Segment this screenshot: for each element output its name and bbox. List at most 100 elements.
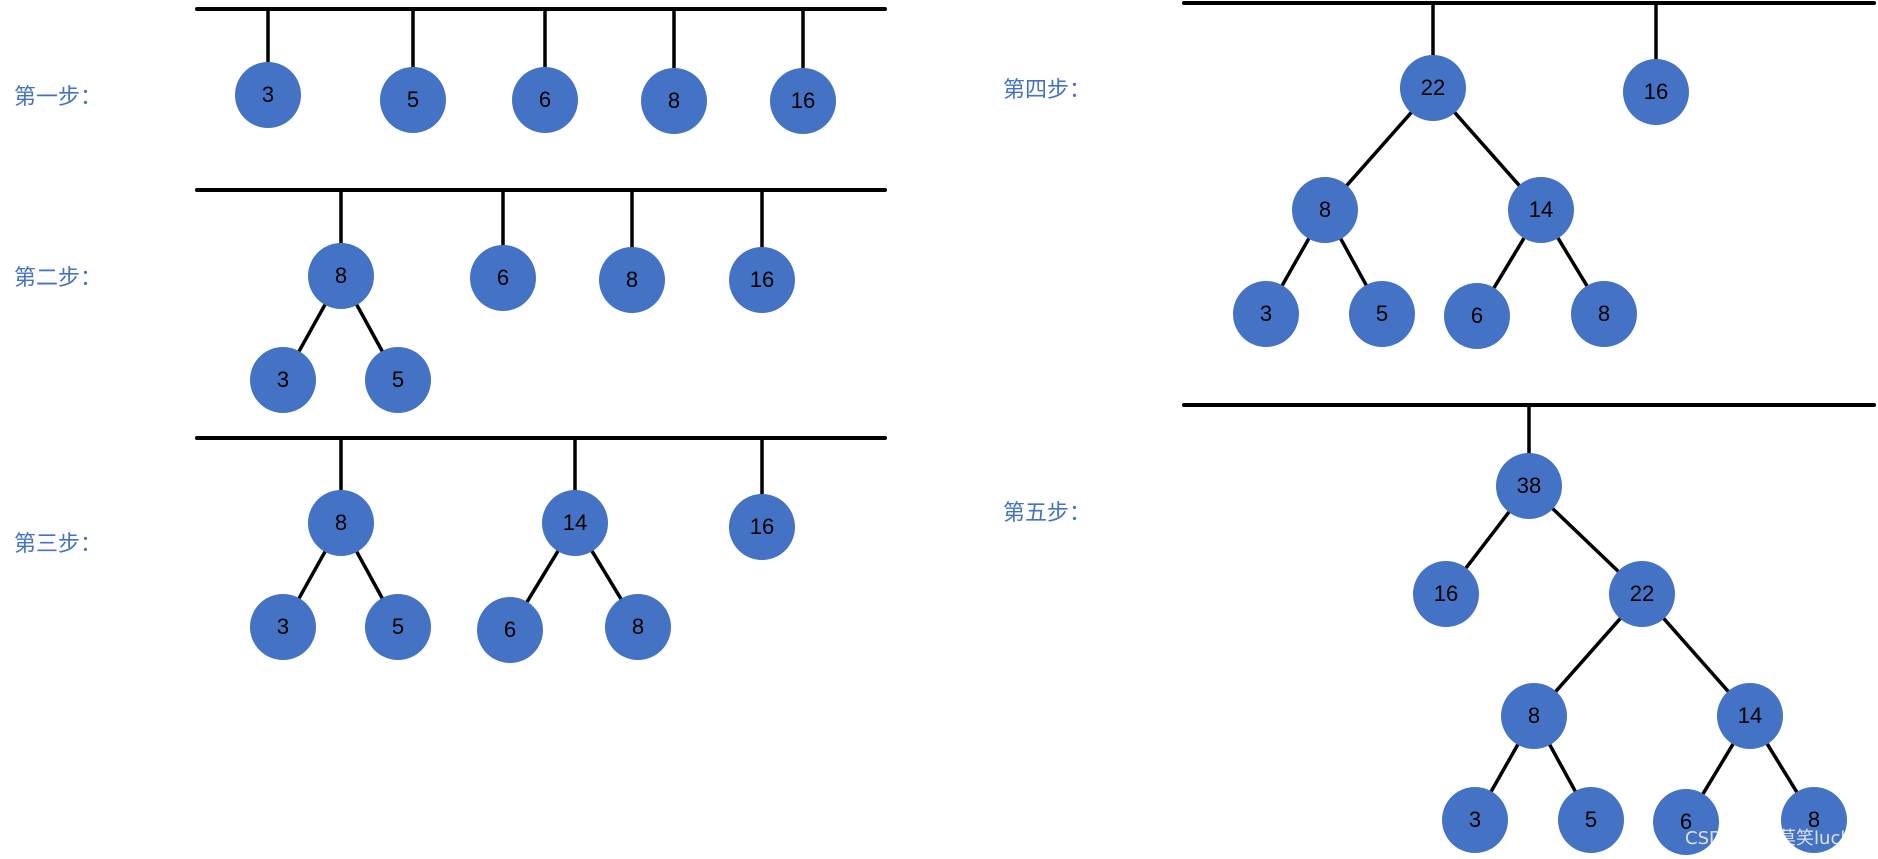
node-value: 8 (1528, 703, 1540, 728)
node-value: 8 (668, 88, 680, 113)
tree-node: 8 (1571, 281, 1637, 347)
tree-node: 16 (729, 247, 795, 313)
tree-node: 6 (470, 245, 536, 311)
node-circle (1501, 683, 1567, 749)
tree-edge (588, 546, 625, 604)
tree-edge (1659, 613, 1733, 697)
node-circle (365, 347, 431, 413)
node-value: 8 (1319, 197, 1331, 222)
tree-node: 8 (599, 247, 665, 313)
node-value: 16 (750, 267, 774, 292)
node-circle (729, 494, 795, 560)
tree-edge (1342, 107, 1416, 191)
tree-node: 3 (250, 347, 316, 413)
tree-node: 5 (365, 594, 431, 660)
tree-node: 3 (1442, 787, 1508, 853)
node-circle (1233, 281, 1299, 347)
node-circle (470, 245, 536, 311)
tree-node: 3 (250, 594, 316, 660)
node-value: 16 (791, 88, 815, 113)
tree-node: 6 (477, 597, 543, 663)
tree-node: 8 (1781, 787, 1847, 853)
tree-node: 8 (308, 490, 374, 556)
tree-node: 8 (1501, 683, 1567, 749)
tree-node: 22 (1400, 55, 1466, 121)
node-value: 5 (1585, 807, 1597, 832)
node-circle (250, 594, 316, 660)
node-circle (1442, 787, 1508, 853)
tree-node: 5 (1558, 787, 1624, 853)
tree-edge (1461, 507, 1514, 573)
node-circle (542, 490, 608, 556)
node-circle (1781, 787, 1847, 853)
tree-edge (1490, 233, 1528, 293)
node-value: 22 (1421, 75, 1445, 100)
node-value: 5 (407, 87, 419, 112)
node-circle (1349, 281, 1415, 347)
node-value: 16 (750, 514, 774, 539)
tree-edge (353, 546, 386, 604)
node-value: 14 (563, 510, 587, 535)
tree-edge (1450, 107, 1524, 191)
tree-node: 8 (641, 68, 707, 134)
tree-node: 5 (1349, 281, 1415, 347)
node-circle (308, 243, 374, 309)
node-circle (250, 347, 316, 413)
node-circle (599, 247, 665, 313)
tree-node: 38 (1496, 453, 1562, 519)
node-circle (1400, 55, 1466, 121)
tree-node: 5 (365, 347, 431, 413)
tree-edge (295, 546, 329, 604)
tree-edge (1548, 504, 1623, 576)
step-2-label: 第二步： (14, 266, 102, 291)
node-value: 5 (392, 614, 404, 639)
node-circle (641, 68, 707, 134)
tree-edge (1546, 739, 1579, 797)
tree-edge (1278, 233, 1313, 291)
node-value: 5 (1376, 301, 1388, 326)
node-value: 22 (1630, 581, 1654, 606)
node-circle (1717, 683, 1783, 749)
tree-node: 5 (380, 67, 446, 133)
tree-node: 22 (1609, 561, 1675, 627)
edges-group (195, 1, 1876, 799)
node-circle (1653, 789, 1719, 855)
node-circle (380, 67, 446, 133)
tree-node: 16 (729, 494, 795, 560)
node-circle (1508, 177, 1574, 243)
tree-edge (1554, 233, 1591, 291)
node-circle (1558, 787, 1624, 853)
tree-edge (523, 546, 562, 607)
tree-edge (1699, 739, 1737, 799)
node-value: 3 (277, 367, 289, 392)
node-value: 6 (1680, 809, 1692, 834)
tree-node: 16 (1413, 561, 1479, 627)
node-circle (308, 490, 374, 556)
node-value: 3 (262, 82, 274, 107)
node-circle (1444, 283, 1510, 349)
node-circle (1609, 561, 1675, 627)
node-circle (729, 247, 795, 313)
tree-edge (1551, 613, 1625, 697)
tree-node: 6 (512, 67, 578, 133)
node-value: 8 (335, 510, 347, 535)
node-value: 8 (335, 263, 347, 288)
node-value: 8 (632, 614, 644, 639)
tree-edge (1763, 738, 1801, 798)
tree-node: 14 (542, 490, 608, 556)
node-value: 16 (1434, 581, 1458, 606)
node-value: 38 (1517, 473, 1541, 498)
node-value: 3 (1260, 301, 1272, 326)
tree-node: 8 (605, 594, 671, 660)
node-value: 14 (1529, 197, 1553, 222)
step-1-label: 第一步： (14, 85, 102, 110)
node-circle (1496, 453, 1562, 519)
node-value: 3 (277, 614, 289, 639)
tree-edge (1487, 739, 1522, 797)
tree-edge (353, 299, 386, 357)
node-value: 8 (1808, 807, 1820, 832)
node-circle (1413, 561, 1479, 627)
